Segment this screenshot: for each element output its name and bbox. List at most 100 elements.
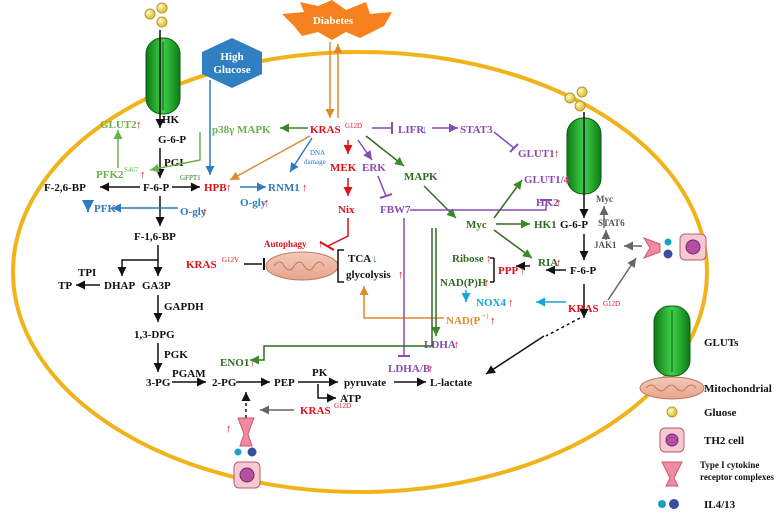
erk-label: ERK (362, 162, 386, 174)
glut14-label: GLUT1/4 (524, 174, 570, 186)
kras-g12v: KRAS (186, 259, 217, 271)
p38-label: p38γ MAPK (212, 124, 271, 136)
legend-receptor-2: receptor complexes (700, 472, 774, 482)
legend-gluts: GLUTs (704, 337, 739, 349)
glucose-dot (576, 86, 588, 98)
tca-label: TCA (348, 253, 371, 265)
pk-label: PK (312, 367, 328, 379)
mapk-label: MAPK (404, 171, 438, 183)
o-gly-label: O-gly (180, 206, 207, 218)
glut2-label: GLUT2 (100, 119, 137, 131)
up-arrow-icon: ↑ (264, 197, 270, 209)
legend-mito: Mitochondrial (704, 383, 772, 395)
jak1-label: JAK1 (594, 240, 617, 250)
f6p-label: F-6-P (143, 182, 170, 194)
kras-g12v-sup: G12V (222, 256, 239, 264)
bpg-label: 1,3-DPG (134, 329, 175, 341)
pyruvate-label: pyruvate (344, 377, 386, 389)
glucose-dot (156, 16, 168, 28)
lactate-label: L-lactate (430, 377, 472, 389)
up-arrow-icon: ↑ (484, 277, 490, 289)
nadp-sup: +) (482, 312, 489, 320)
up-arrow-icon: ↑ (202, 206, 208, 218)
glycolysis-text: glycolysis (346, 269, 391, 281)
cytokine-receptor (237, 417, 255, 447)
2pg-label: 2-PG (212, 377, 237, 389)
cytokine-receptor (642, 237, 661, 259)
stat6-label: STAT6 (598, 218, 625, 228)
glucose-dot (574, 100, 586, 112)
legend-th2: TH2 cell (704, 435, 744, 447)
ppp-label: PPP (498, 265, 518, 277)
hk-label: HK (162, 114, 180, 126)
high-glucose-line1: High (220, 51, 243, 63)
gapdh-label: GAPDH (164, 301, 204, 313)
mitochondrion (265, 251, 339, 281)
ribose-label: Ribose (452, 253, 484, 265)
glucose-dot (564, 92, 576, 104)
3pg-label: 3-PG (146, 377, 171, 389)
dna-damage-line1: DNA (310, 149, 325, 157)
myc-small-label: Myc (596, 194, 613, 204)
f26bp-label: F-2,6-BP (44, 182, 86, 194)
kras-right-sup: G12D (603, 300, 620, 308)
il-dot (247, 447, 257, 457)
glucose-dot (144, 8, 156, 20)
down-arrow-icon: ↓ (422, 124, 428, 136)
kras-center: KRAS (310, 124, 341, 136)
up-arrow-icon: ↑ (556, 197, 562, 209)
diabetes-label: Diabetes (313, 15, 354, 27)
dna-damage-line2: damage (304, 158, 326, 166)
up-arrow-icon: ↑ (564, 174, 570, 186)
lifr-label: LIFR (398, 124, 425, 136)
fbw7-label: FBW7 (380, 204, 411, 216)
up-arrow-icon: ↑ (520, 265, 526, 277)
kras-bottom-sup: G12D (334, 402, 351, 410)
down-arrow-icon: ↓ (372, 253, 378, 265)
pgk-label: PGK (164, 349, 188, 361)
pfk2-sup: S467 (124, 166, 139, 174)
nox4-label: NOX4 (476, 297, 506, 309)
up-arrow-icon: ↑ (318, 238, 324, 250)
up-arrow-icon: ↑ (136, 119, 142, 131)
th2-nucleus (685, 239, 701, 255)
diabetes-burst: Diabetes (282, 0, 392, 40)
up-arrow-icon: ↑ (302, 182, 308, 194)
legend-receptor-1: Type I cytokine (700, 460, 759, 470)
up-arrow-icon: ↑ (490, 315, 496, 327)
up-arrow-icon: ↑ (556, 257, 562, 269)
high-glucose-badge: High Glucose (202, 38, 262, 88)
pfk-label: PFK (94, 203, 116, 215)
hk2-label: HK2 (536, 197, 559, 209)
stat3-label: STAT3 (460, 124, 493, 136)
f6p-right-label: F-6-P (570, 265, 597, 277)
nadp-label: NAD(P (446, 315, 480, 327)
il-dot (663, 249, 673, 259)
up-arrow-icon: ↑ (398, 269, 404, 281)
gfpt1-label: GFPT1 (180, 174, 201, 182)
glut-transporter-left (145, 37, 181, 115)
o-gly-label-2: O-gly (240, 197, 267, 209)
up-arrow-icon: ↑ (140, 169, 146, 181)
hpb-label: HPB (204, 182, 227, 194)
up-arrow-icon: ↑ (428, 363, 434, 375)
up-arrow-icon: ↑ (454, 339, 460, 351)
glut1-label: GLUT1 (518, 148, 555, 160)
up-arrow-icon: ↑ (508, 297, 514, 309)
rnm1-label: RNM1 (268, 182, 300, 194)
ria-label: RIA (538, 257, 558, 269)
high-glucose-line2: Glucose (213, 64, 250, 76)
ldhab-label: LDHA/B (388, 363, 431, 375)
up-arrow-icon: ↑ (554, 148, 560, 160)
nix-label: Nix (338, 204, 355, 216)
th2-nucleus (239, 467, 255, 483)
f16bp-label: F-1,6-BP (134, 231, 176, 243)
tp-label: TP (58, 280, 72, 292)
myc-label: Myc (466, 219, 487, 231)
atp-label: ATP (340, 393, 361, 405)
kras-center-sup: G12D (345, 122, 362, 130)
up-arrow-icon: ↑ (226, 423, 232, 435)
pfk2-label: PFK2 (96, 169, 124, 181)
